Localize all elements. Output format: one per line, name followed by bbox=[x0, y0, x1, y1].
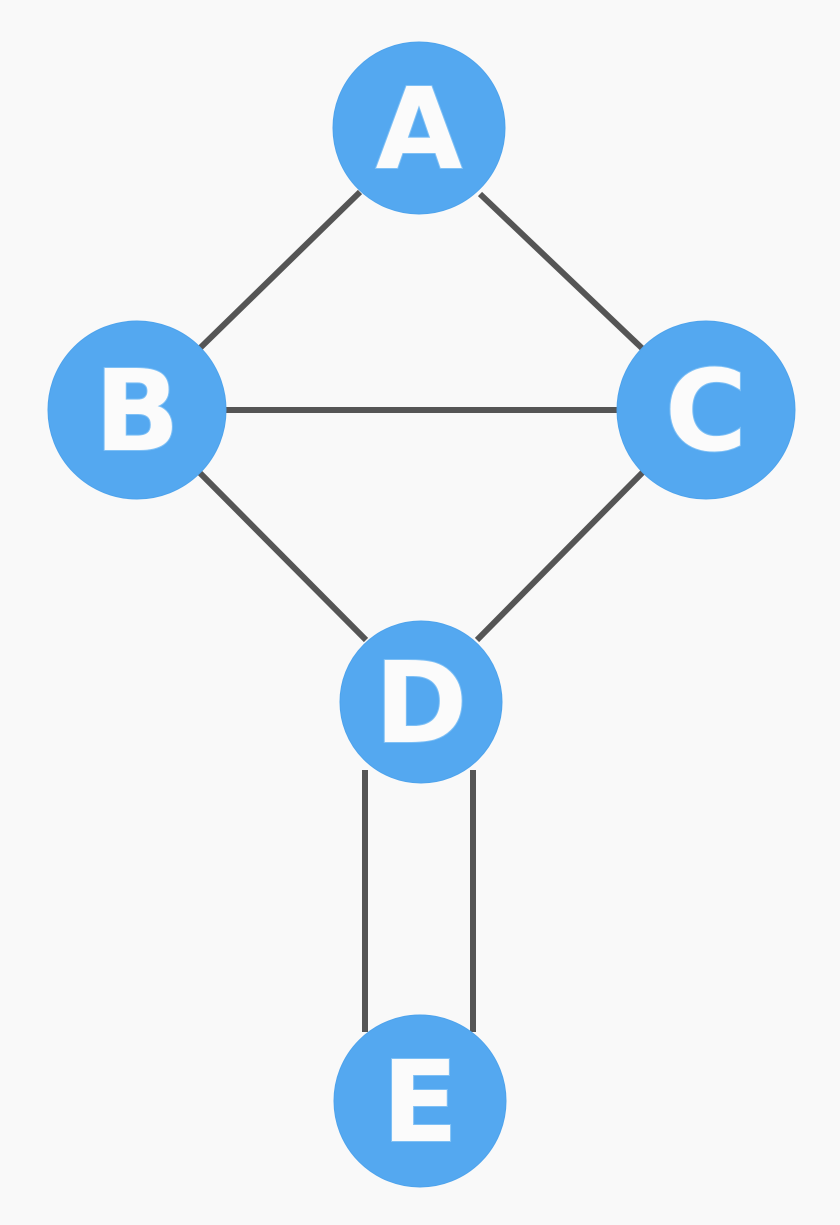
graph-node-e[interactable]: E bbox=[333, 1014, 507, 1188]
node-circle-a[interactable] bbox=[332, 41, 506, 215]
node-label-c: C bbox=[665, 347, 747, 477]
graph-edge-a-b bbox=[194, 189, 363, 354]
node-circle-b[interactable] bbox=[47, 320, 227, 500]
edges-layer bbox=[194, 189, 649, 1032]
node-circle-d[interactable] bbox=[339, 620, 503, 784]
graph-edge-c-d bbox=[474, 467, 648, 643]
graph-node-c[interactable]: C bbox=[616, 320, 796, 500]
node-label-e: E bbox=[382, 1038, 459, 1168]
node-circle-e[interactable] bbox=[333, 1014, 507, 1188]
node-circle-c[interactable] bbox=[616, 320, 796, 500]
graph-edge-a-c bbox=[477, 191, 649, 355]
node-label-b: B bbox=[94, 347, 179, 477]
node-label-d: D bbox=[375, 639, 468, 769]
node-label-a: A bbox=[376, 65, 463, 195]
graph-edge-b-d bbox=[196, 469, 369, 643]
graph-node-b[interactable]: B bbox=[47, 320, 227, 500]
nodes-layer: A B C D E bbox=[47, 41, 796, 1188]
graph-node-a[interactable]: A bbox=[332, 41, 506, 215]
graph-node-d[interactable]: D bbox=[339, 620, 503, 784]
